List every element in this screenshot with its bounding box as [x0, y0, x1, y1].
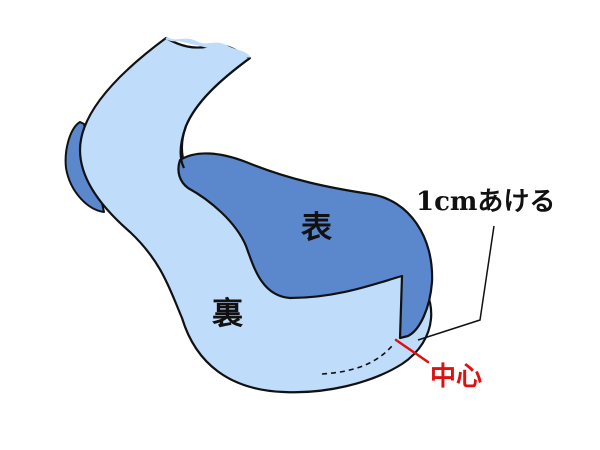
fabric-top-edge — [165, 37, 251, 59]
center-label: 中心 — [430, 362, 483, 392]
front-side-label: 表 — [301, 210, 332, 246]
reverse-side-label: 裏 — [212, 296, 243, 332]
center-mark — [394, 338, 430, 364]
stitch-line — [321, 345, 393, 375]
fabric-inner-edge — [179, 57, 251, 169]
fabric-front-side — [177, 152, 434, 340]
gap-note-label: 1cmあける — [416, 187, 556, 217]
leader-line — [417, 225, 495, 341]
